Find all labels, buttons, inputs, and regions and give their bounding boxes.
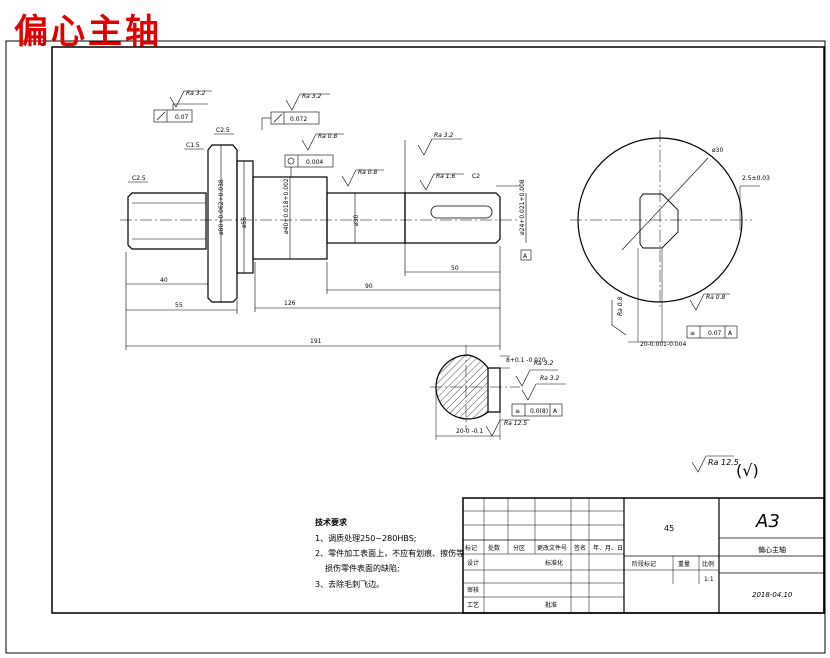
dim-d30: ø30	[353, 215, 360, 226]
section-symmetry-value: 0.0(8)	[530, 408, 548, 415]
end-view	[570, 130, 760, 343]
dim-191: 191	[310, 338, 322, 345]
section-width: 20-0 -0.1	[456, 428, 483, 435]
gdt-frames	[153, 90, 532, 261]
notes-heading: 技术要求	[315, 517, 348, 527]
section-symmetry-frame	[511, 403, 563, 417]
chamfer-c2-5-top: C2.5	[216, 127, 230, 134]
shaft-left-end	[127, 192, 207, 250]
end-view-bore	[639, 193, 679, 249]
end-view-keyway: 20-0.001-0.004	[640, 341, 687, 348]
main-dimensions	[125, 140, 527, 350]
symmetry-icon: ≡	[690, 330, 695, 337]
keyway	[430, 205, 493, 219]
tb-weight: 重量	[678, 560, 690, 568]
datum-label: A	[523, 253, 528, 260]
outer-border	[5, 40, 826, 654]
drawing-title: 偏心主轴	[14, 12, 162, 52]
dim-126: 126	[284, 300, 296, 307]
dim-d55: ø55	[241, 217, 248, 228]
ra-label-2: Ra 3.2	[302, 93, 321, 100]
symmetry-value: 0.07	[708, 330, 722, 337]
tb-mark: 标记	[465, 544, 477, 552]
roughness-symbol-5	[419, 173, 464, 191]
tb-stage-mark: 阶段标记	[632, 560, 656, 568]
tb-process: 工艺	[467, 601, 479, 609]
chamfer-c2-5-left: C2.5	[132, 175, 146, 182]
symmetry-datum: A	[728, 330, 733, 337]
datum-box	[520, 249, 532, 261]
dim-55: 55	[175, 302, 183, 309]
tb-sheet-size: A3	[755, 511, 780, 532]
runout-value-1: 0.07	[175, 114, 189, 121]
runout-value-2: 0.072	[290, 116, 307, 123]
ra-label-1: Ra 3.2	[186, 90, 205, 97]
tb-review: 审核	[467, 586, 479, 594]
tb-scale: 1:1	[704, 576, 714, 583]
ra-label-5: Ra 1.6	[436, 173, 455, 180]
dim-d40: ø40+0.018+0.002	[283, 178, 290, 234]
cylindricity-frame	[284, 154, 334, 168]
dim-d24: ø24+0.021+0.008	[519, 179, 526, 235]
section-symmetry-icon: ≡	[515, 408, 520, 415]
dim-90: 90	[365, 283, 373, 290]
note-2: 2、零件加工表面上，不应有划痕、擦伤等	[315, 548, 464, 558]
roughness-symbol-1	[169, 90, 212, 108]
shaft-neck	[326, 192, 406, 244]
tb-design: 设计	[467, 559, 479, 567]
ra-label-end-2: Ra 0.8	[706, 294, 725, 301]
ra-label-3: Ra 0.8	[318, 133, 337, 140]
section-hatched	[435, 354, 489, 420]
dim-50: 50	[451, 265, 459, 272]
note-1: 1、调质处理250~280HBS;	[315, 533, 416, 543]
end-view-d30: ø30	[712, 147, 723, 154]
tb-standardize: 标准化	[545, 559, 563, 567]
dim-d80: ø80+0.062+0.038	[218, 179, 225, 235]
tb-zone: 分区	[513, 544, 525, 552]
tb-ratio: 比例	[702, 560, 714, 568]
section-depth: 8+0.1 -0.020	[506, 357, 546, 364]
roughness-symbol-3	[301, 133, 344, 151]
other-surfaces-mark: (√)	[736, 461, 759, 480]
section-symmetry-datum: A	[553, 408, 558, 415]
general-roughness-label: Ra 12.5	[708, 458, 739, 467]
tb-material: 45	[664, 524, 674, 533]
shaft-flange	[207, 144, 238, 303]
tb-approve: 批准	[545, 601, 557, 609]
roughness-symbol-6	[417, 138, 462, 156]
tb-sign: 签名	[574, 544, 586, 552]
inner-frame	[51, 46, 825, 614]
symmetry-frame	[686, 325, 738, 339]
ra-label-end-1: Ra 0.8	[617, 297, 624, 316]
section-view	[430, 345, 566, 440]
roughness-symbol-4	[341, 169, 384, 187]
shaft-main-view	[120, 144, 520, 303]
general-roughness-symbol	[691, 455, 734, 473]
note-3: 3、去除毛刺飞边。	[315, 579, 384, 589]
tb-date: 2018-04.10	[752, 591, 793, 599]
ra-label-4: Ra 0.8	[358, 169, 377, 176]
dim-40: 40	[160, 277, 168, 284]
title-block	[462, 497, 825, 614]
ra-label-sec-3: Ra 12.5	[504, 420, 527, 427]
tb-count: 处数	[488, 544, 500, 552]
chamfer-c1-5: C1.5	[186, 142, 200, 149]
tb-ymd: 年、月、日	[593, 544, 623, 552]
chamfer-c2: C2	[472, 173, 480, 180]
tb-change-doc: 更改文件号	[537, 544, 567, 552]
cylindricity-value: 0.004	[306, 159, 323, 166]
note-2b: 损伤零件表面的缺陷;	[325, 563, 400, 573]
ra-label-sec-2: Ra 3.2	[540, 375, 559, 382]
tb-part-name: 偏心主轴	[758, 545, 786, 554]
end-view-offset: 2.5±0.03	[742, 175, 770, 182]
ra-label-sec-1: Ra 3.2	[534, 360, 553, 367]
roughness-symbol-2	[285, 93, 330, 111]
ra-label-6: Ra 3.2	[434, 132, 453, 139]
